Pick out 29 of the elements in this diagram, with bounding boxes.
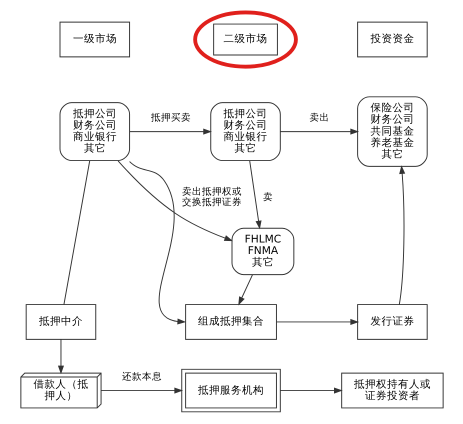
edge-label: 卖: [262, 192, 272, 204]
arrow: [117, 160, 233, 242]
node-box: 抵押中介: [25, 304, 96, 340]
node-box: 投资资金: [356, 22, 428, 58]
arrow: [398, 165, 405, 305]
node-box: 抵押权持有人或证券投资者: [340, 372, 444, 408]
edge-label: 还款本息: [122, 371, 162, 382]
edge-label: 卖出: [308, 112, 329, 124]
node-box: 发行证券: [356, 304, 428, 340]
arrow: [128, 161, 186, 325]
edge-label: 抵押买卖: [150, 112, 190, 124]
node-ellipse: 二级市场: [192, 10, 298, 69]
arrow: [238, 274, 252, 306]
node-box: 抵押公司 财务公司 商业银行 其它: [210, 102, 280, 162]
node-box: 保险公司 财务公司 共同基金 养老基金 其它: [356, 96, 428, 167]
node-box: 抵押公司 财务公司 商业银行 其它: [59, 102, 130, 162]
arrow: [276, 318, 359, 325]
connector: [62, 160, 90, 305]
node-box: FHLMC FNMA 其它: [231, 228, 294, 276]
arrow: [248, 160, 262, 230]
arrow: [100, 388, 183, 394]
edge-label: 卖出抵押权或交换抵押证券: [182, 186, 242, 208]
node-box: 一级市场: [59, 22, 130, 58]
node-box: 组成抵押集合: [184, 304, 276, 340]
arrow: [57, 338, 64, 374]
arrow: [128, 128, 212, 135]
arrow: [280, 388, 342, 394]
node-box: 抵押服务机构: [180, 368, 280, 412]
arrow: [279, 128, 359, 135]
